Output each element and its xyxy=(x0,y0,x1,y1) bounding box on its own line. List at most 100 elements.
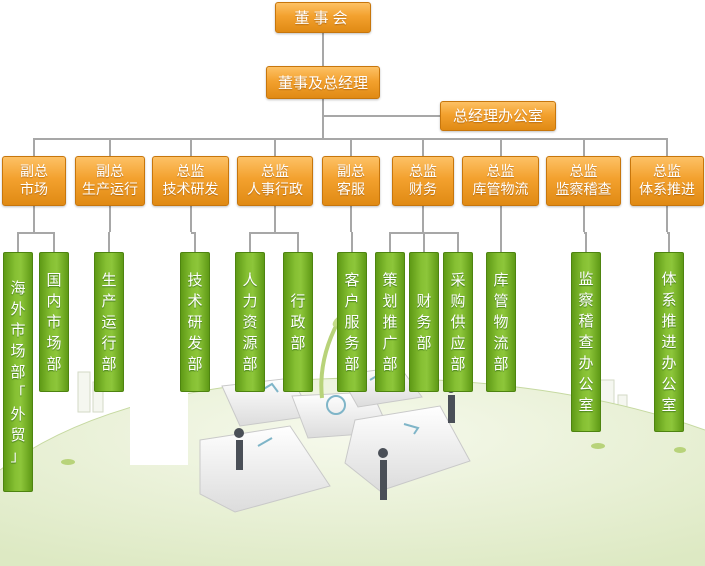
sub-unit-char: 部 xyxy=(242,354,258,373)
sub-unit-char: 场 xyxy=(46,333,62,352)
sub-unit-char: 人 xyxy=(242,270,258,289)
sub-unit-char: 户 xyxy=(344,291,360,310)
unit-drop-line xyxy=(499,206,502,232)
sub-unit-char: 源 xyxy=(242,333,258,352)
department-role: 总监 xyxy=(653,164,681,180)
department-box: 总监库管物流 xyxy=(462,156,539,206)
sub-unit-char: 「 xyxy=(10,383,26,402)
department-name: 体系推进 xyxy=(639,182,695,198)
gm-office-line xyxy=(322,115,440,117)
sub-unit-char: 研 xyxy=(187,312,203,331)
gm-office-label: 总经理办公室 xyxy=(452,107,543,125)
sub-unit-char: 察 xyxy=(578,290,594,309)
sub-unit-char: 部 xyxy=(382,354,398,373)
sub-unit-box: 行政部 xyxy=(283,252,313,392)
department-name: 监察稽查 xyxy=(555,182,612,198)
department-role: 总监 xyxy=(569,164,598,180)
sub-unit-char: 部 xyxy=(101,354,117,373)
department-box: 副总客服 xyxy=(322,156,380,206)
sub-unit-box: 策划推广部 xyxy=(375,252,405,392)
sub-unit-char: 部 xyxy=(290,333,306,352)
sub-unit-box: 财务部 xyxy=(409,252,439,392)
sub-unit-char: 划 xyxy=(382,291,398,310)
unit-connector-line xyxy=(585,232,587,252)
sub-unit-box: 监察稽查办公室 xyxy=(571,252,601,432)
department-box: 副总市场 xyxy=(2,156,66,206)
sub-unit-char: 务 xyxy=(416,312,432,331)
sub-unit-char: 政 xyxy=(290,312,306,331)
department-box: 副总生产运行 xyxy=(75,156,145,206)
sub-unit-char: 库 xyxy=(493,270,509,289)
unit-connector-line xyxy=(500,232,502,252)
gm-office-box: 总经理办公室 xyxy=(440,101,556,131)
department-name: 库管物流 xyxy=(472,182,529,198)
sub-unit-char: 应 xyxy=(450,333,466,352)
sub-unit-char: 公 xyxy=(578,374,594,393)
sub-unit-char: 产 xyxy=(101,291,117,310)
department-role: 总监 xyxy=(409,164,437,180)
department-role: 副总 xyxy=(337,164,365,180)
unit-bus-line xyxy=(190,232,196,234)
unit-drop-line xyxy=(274,206,276,232)
unit-connector-line xyxy=(17,232,19,252)
sub-unit-char: 进 xyxy=(661,332,677,351)
sub-unit-char: 部 xyxy=(344,354,360,373)
sub-unit-char: 管 xyxy=(493,291,509,310)
sub-unit-char: 场 xyxy=(10,341,26,360)
unit-drop-line xyxy=(33,206,35,232)
chairman-gm-box: 董事及总经理 xyxy=(266,66,380,99)
sub-unit-char: 力 xyxy=(242,291,258,310)
department-role: 副总 xyxy=(20,164,48,180)
sub-unit-box: 国内市场部 xyxy=(39,252,69,392)
department-name: 人事行政 xyxy=(247,182,303,198)
sub-unit-char: 系 xyxy=(661,290,677,309)
sub-unit-char: 运 xyxy=(101,312,117,331)
sub-unit-char: 」 xyxy=(10,446,26,465)
unit-drop-line xyxy=(422,206,424,232)
department-name: 技术研发 xyxy=(162,182,219,198)
sub-unit-char: 务 xyxy=(344,333,360,352)
sub-unit-char: 外 xyxy=(10,299,26,318)
unit-drop-line xyxy=(189,206,192,232)
sub-unit-box: 海外市场部「外贸」 xyxy=(3,252,33,492)
sub-unit-char: 内 xyxy=(46,291,62,310)
sub-unit-char: 财 xyxy=(416,291,432,310)
board-box: 董事会 xyxy=(275,2,371,33)
unit-drop-line xyxy=(582,206,585,232)
department-name: 客服 xyxy=(337,182,365,198)
dept-drop-line xyxy=(582,138,585,156)
unit-connector-line xyxy=(108,232,110,252)
dept-drop-line xyxy=(109,138,111,156)
sub-unit-char: 发 xyxy=(187,333,203,352)
unit-drop-line xyxy=(666,206,668,232)
dept-drop-line xyxy=(422,138,424,156)
sub-unit-char: 国 xyxy=(46,270,62,289)
sub-unit-char: 行 xyxy=(101,333,117,352)
sub-unit-char: 策 xyxy=(382,270,398,289)
unit-connector-line xyxy=(457,232,459,252)
sub-unit-char: 客 xyxy=(344,270,360,289)
sub-unit-char: 部 xyxy=(10,362,26,381)
sub-unit-box: 技术研发部 xyxy=(180,252,210,392)
department-role: 总监 xyxy=(261,164,289,180)
unit-connector-line xyxy=(389,232,391,252)
sub-unit-char: 生 xyxy=(101,270,117,289)
sub-unit-box: 客户服务部 xyxy=(337,252,367,392)
department-box: 总监体系推进 xyxy=(630,156,704,206)
sub-unit-char: 推 xyxy=(661,311,677,330)
sub-unit-char: 服 xyxy=(344,312,360,331)
sub-unit-char: 稽 xyxy=(578,311,594,330)
sub-unit-char: 部 xyxy=(493,354,509,373)
dept-drop-line xyxy=(350,138,352,156)
sub-unit-box: 库管物流部 xyxy=(486,252,516,392)
sub-unit-box: 采购供应部 xyxy=(443,252,473,392)
sub-unit-char: 办 xyxy=(661,353,677,372)
sub-unit-char: 行 xyxy=(290,291,306,310)
board-to-gm-line xyxy=(322,33,324,66)
sub-unit-char: 广 xyxy=(382,333,398,352)
department-role: 副总 xyxy=(96,164,124,180)
department-role: 总监 xyxy=(176,164,205,180)
unit-connector-line xyxy=(423,232,425,252)
gm-trunk-line xyxy=(322,99,324,138)
sub-unit-char: 部 xyxy=(187,354,203,373)
